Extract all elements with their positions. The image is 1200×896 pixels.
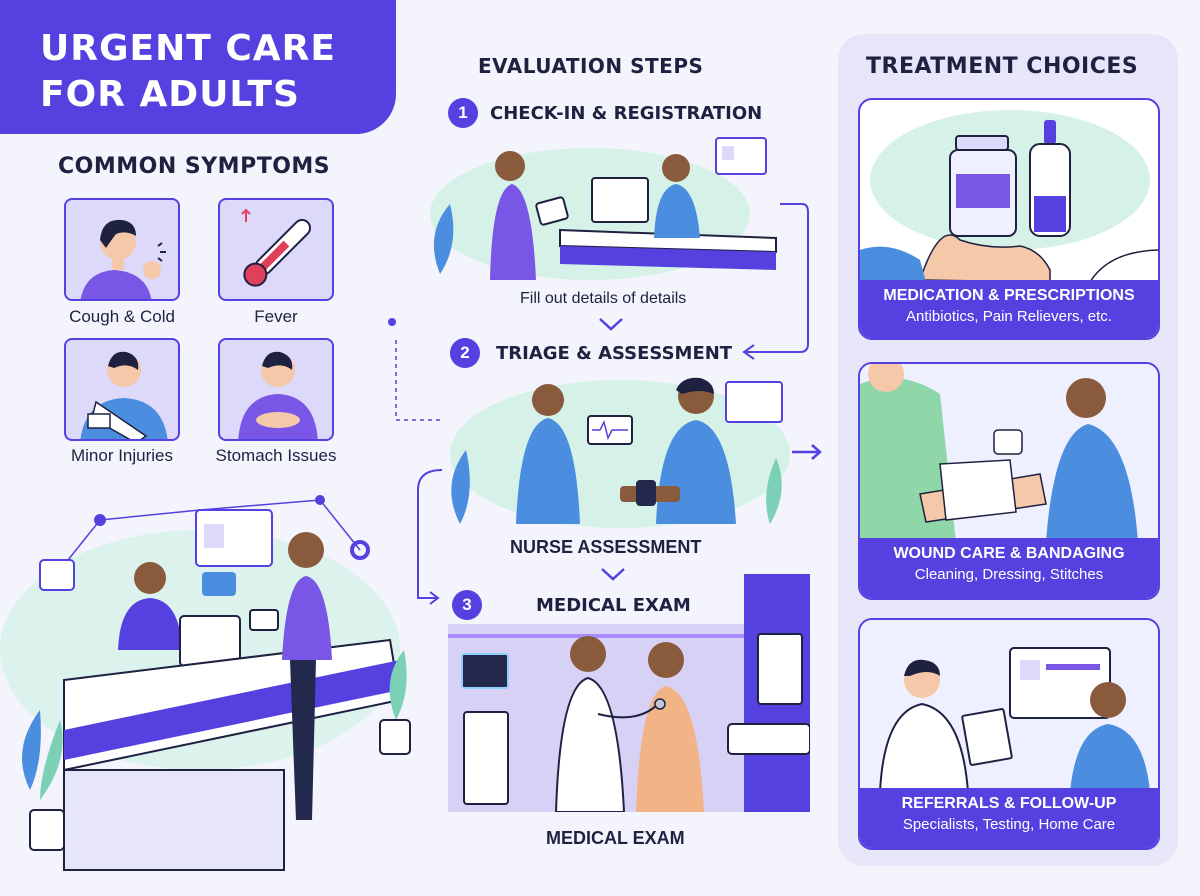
treatment-subtitle: Specialists, Testing, Home Care — [902, 816, 1116, 833]
step-2-caption: NURSE ASSESSMENT — [510, 537, 702, 557]
evaluation-heading: EVALUATION STEPS — [478, 54, 704, 78]
title-banner: URGENT CARE FOR ADULTS — [0, 0, 396, 134]
step-2-number: 2 — [450, 338, 480, 368]
medical-exam-illustration — [448, 574, 810, 812]
symptom-label-fever: Fever — [254, 307, 298, 326]
symptom-card-injuries — [64, 338, 180, 441]
referral-doctor-icon — [860, 620, 1158, 792]
symptom-card-cough — [64, 198, 180, 301]
bandage-icon — [860, 364, 1158, 542]
treatment-subtitle: Cleaning, Dressing, Stitches — [914, 566, 1104, 583]
treatment-caption-wound-care: WOUND CARE & BANDAGING Cleaning, Dressin… — [860, 538, 1158, 598]
check-in-illustration — [430, 137, 777, 280]
step-3-title: MEDICAL EXAM — [536, 595, 691, 616]
step-1-caption: Fill out details of details — [520, 290, 687, 307]
symptom-label-cough: Cough & Cold — [69, 307, 175, 326]
treatment-caption-referrals: REFERRALS & FOLLOW-UP Specialists, Testi… — [860, 788, 1158, 848]
symptom-label-injuries: Minor Injuries — [70, 446, 174, 465]
medication-bottle-icon — [860, 110, 1158, 282]
nurse-assessment-illustration — [450, 377, 790, 528]
treatment-caption-medication: MEDICATION & PRESCRIPTIONS Antibiotics, … — [860, 280, 1158, 338]
treatment-card-medication: MEDICATION & PRESCRIPTIONS Antibiotics, … — [858, 98, 1160, 340]
treatment-card-referrals: REFERRALS & FOLLOW-UP Specialists, Testi… — [858, 618, 1160, 850]
arrow-right-icon — [792, 444, 822, 460]
symptoms-heading: COMMON SYMPTOMS — [58, 154, 331, 179]
stomach-pain-icon — [238, 351, 318, 439]
symptom-label-stomach: Stomach Issues — [215, 446, 337, 465]
step-1-number: 1 — [448, 98, 478, 128]
treatment-title: MEDICATION & PRESCRIPTIONS — [883, 287, 1135, 304]
chevron-down-icon — [599, 318, 623, 331]
thermometer-icon — [241, 208, 312, 287]
step-1-title: CHECK-IN & REGISTRATION — [490, 103, 763, 124]
treatment-title: REFERRALS & FOLLOW-UP — [901, 795, 1117, 812]
arm-sling-icon — [80, 351, 168, 439]
symptom-card-stomach — [218, 338, 334, 441]
title-line-1: URGENT CARE — [40, 28, 336, 69]
treatment-title: WOUND CARE & BANDAGING — [893, 545, 1125, 562]
treatment-heading: TREATMENT CHOICES — [866, 54, 1139, 79]
step-3-caption: MEDICAL EXAM — [546, 828, 685, 848]
connector-dashed-line — [388, 318, 443, 605]
step-3-number: 3 — [452, 590, 482, 620]
reception-desk-illustration — [0, 495, 411, 871]
connector-arrow-step1-step2 — [742, 203, 809, 360]
symptom-card-fever — [218, 198, 334, 301]
chevron-down-icon — [601, 568, 625, 581]
coughing-person-icon — [80, 219, 166, 299]
treatment-subtitle: Antibiotics, Pain Relievers, etc. — [906, 308, 1112, 325]
treatment-card-wound-care: WOUND CARE & BANDAGING Cleaning, Dressin… — [858, 362, 1160, 600]
step-2-title: TRIAGE & ASSESSMENT — [496, 343, 733, 364]
title-line-2: FOR ADULTS — [40, 74, 300, 115]
